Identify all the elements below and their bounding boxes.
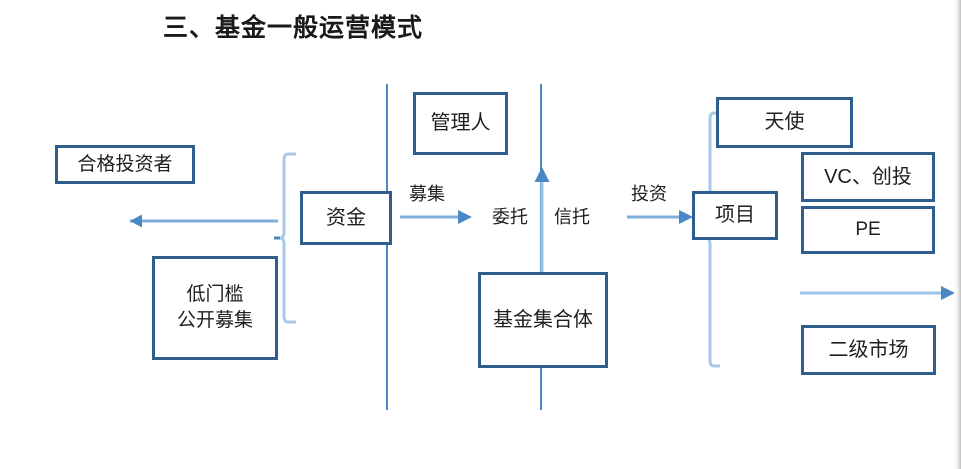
label-trust: 信托 — [554, 207, 590, 227]
box-vc[interactable]: VC、创投 — [801, 152, 935, 202]
box-angel[interactable]: 天使 — [716, 97, 853, 148]
label-entrust: 委托 — [492, 207, 528, 227]
arrow-left-returns — [130, 214, 278, 228]
page-title: 三、基金一般运营模式 — [163, 15, 424, 42]
box-secondary-market[interactable]: 二级市场 — [801, 325, 936, 375]
box-low-threshold-public-offering[interactable]: 低门槛 公开募集 — [152, 256, 278, 360]
box-fund-collective[interactable]: 基金集合体 — [478, 272, 608, 368]
box-manager[interactable]: 管理人 — [413, 92, 508, 155]
brace-left-group — [274, 152, 296, 324]
box-qualified-investor[interactable]: 合格投资者 — [55, 145, 195, 184]
label-raise: 募集 — [409, 184, 445, 204]
slide-right-edge — [955, 0, 961, 469]
arrow-invest — [627, 210, 693, 224]
brace-right-group — [705, 111, 720, 368]
box-pe[interactable]: PE — [801, 206, 935, 254]
vertical-guide-line-left — [386, 84, 388, 410]
box-project[interactable]: 项目 — [692, 191, 778, 240]
arrow-raise — [400, 210, 472, 224]
label-invest: 投资 — [631, 184, 667, 204]
arrow-right-exit — [800, 286, 955, 300]
arrow-up-trust — [534, 167, 550, 274]
box-capital[interactable]: 资金 — [300, 191, 392, 245]
